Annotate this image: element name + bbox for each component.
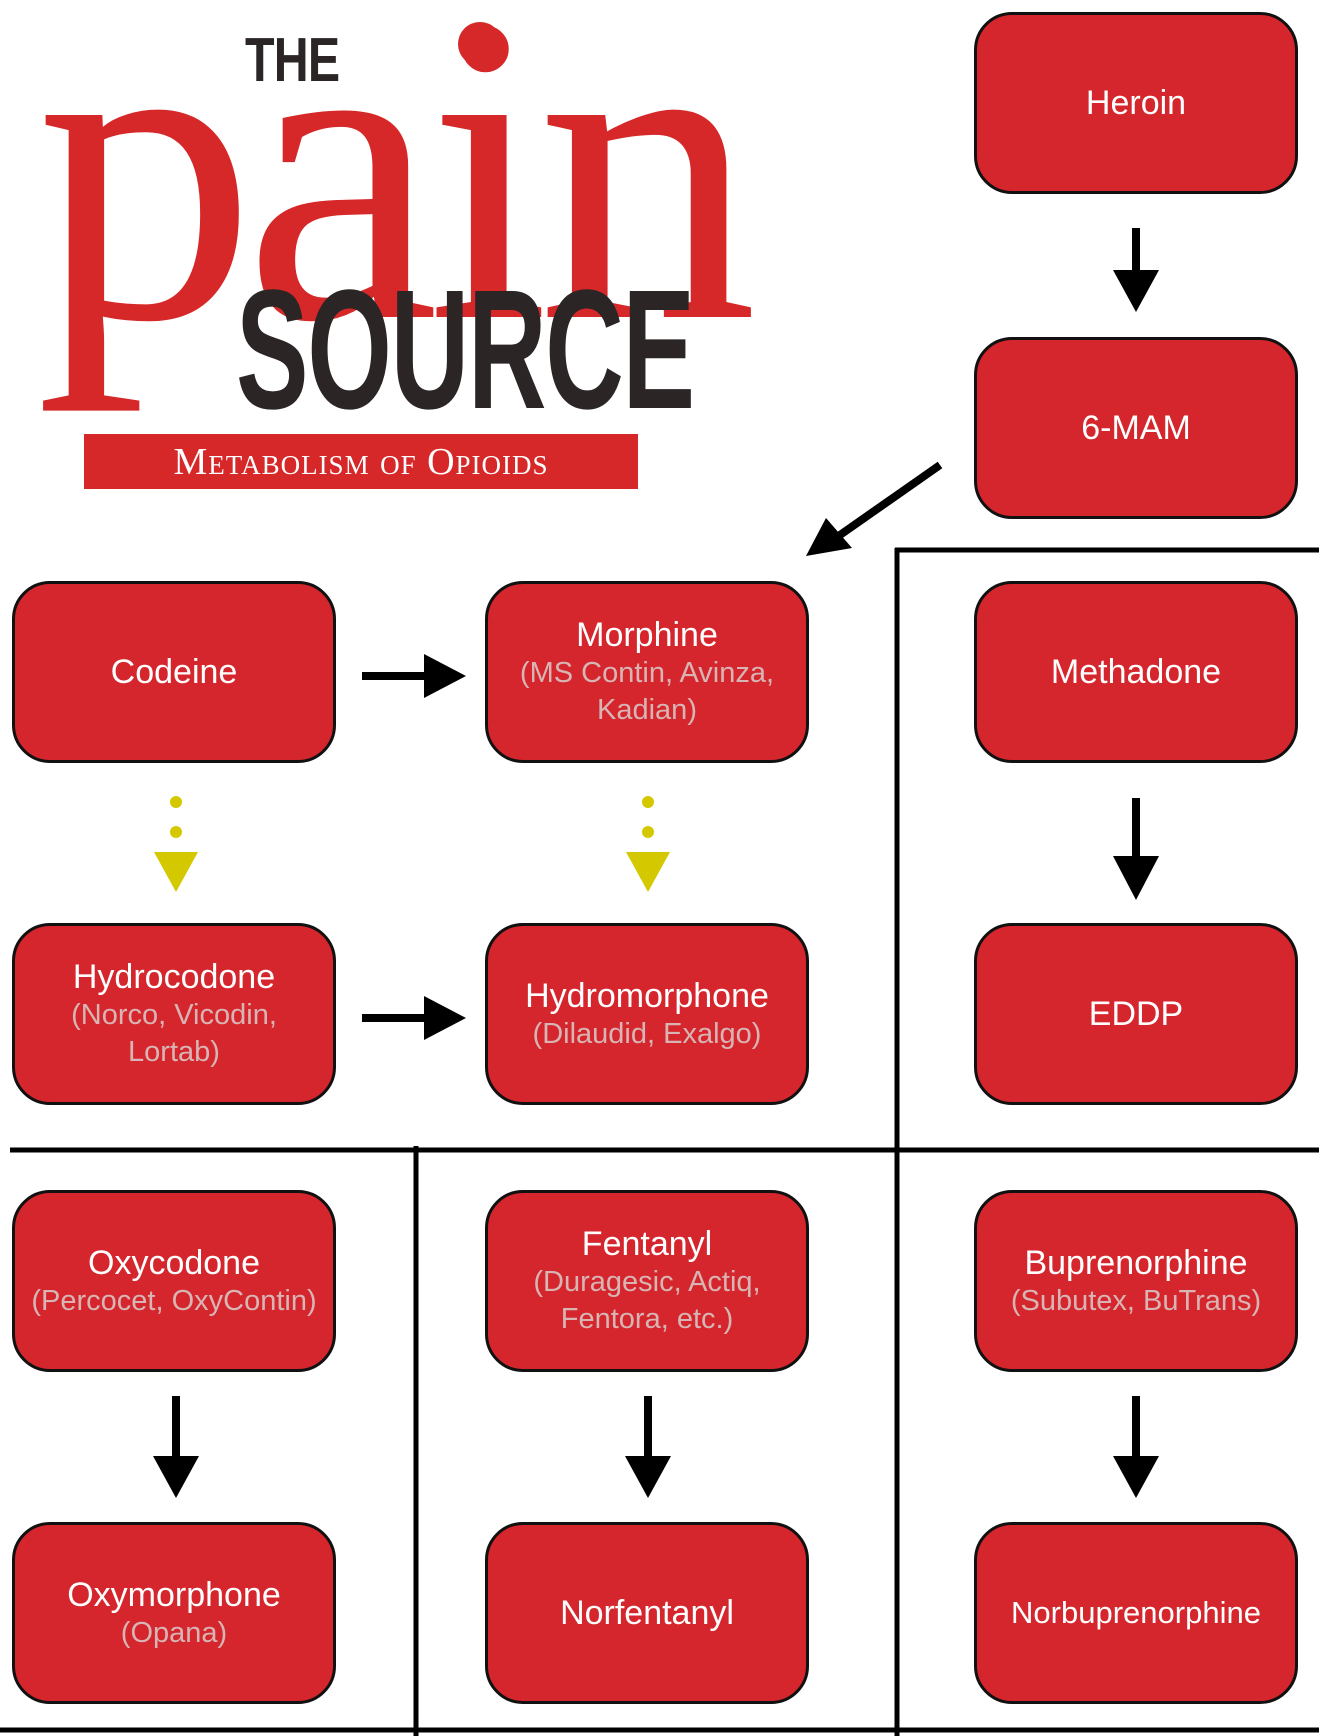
arrow-fentanyl-to-norfentanyl — [625, 1396, 671, 1498]
node-name: Fentanyl — [581, 1225, 713, 1263]
node-hydromorphone: Hydromorphone (Dilaudid, Exalgo) — [485, 923, 809, 1105]
node-name: Buprenorphine — [1024, 1243, 1248, 1282]
node-buprenorphine: Buprenorphine (Subutex, BuTrans) — [974, 1190, 1298, 1372]
arrow-6mam-to-morphine — [806, 461, 943, 556]
node-name: Norbuprenorphine — [1011, 1595, 1261, 1630]
node-oxymorphone: Oxymorphone (Opana) — [12, 1522, 336, 1704]
arrow-oxycodone-to-oxymorphone — [153, 1396, 199, 1498]
arrow-buprenorphine-to-norbuprenorphine — [1113, 1396, 1159, 1498]
logo-the-word: THE — [245, 26, 340, 95]
node-name: Methadone — [1050, 653, 1222, 691]
node-oxycodone: Oxycodone (Percocet, OxyContin) — [12, 1190, 336, 1372]
logo-pain-word: pain — [36, 0, 758, 413]
node-name: Oxycodone — [88, 1243, 260, 1282]
node-morphine: Morphine (MS Contin, Avinza, Kadian) — [485, 581, 809, 763]
node-name: Codeine — [110, 653, 238, 691]
node-brand-names: (Subutex, BuTrans) — [1010, 1284, 1262, 1317]
node-name: Morphine — [576, 616, 718, 654]
node-brand-names: (Opana) — [120, 1616, 228, 1649]
node-name: Norfentanyl — [560, 1594, 734, 1632]
arrow-codeine-to-morphine — [362, 654, 466, 698]
arrow-heroin-to-6mam — [1113, 228, 1159, 312]
arrow-methadone-to-eddp — [1113, 798, 1159, 900]
node-brand-names: (Duragesic, Actiq, Fentora, etc.) — [533, 1266, 761, 1335]
node-name: 6-MAM — [1081, 409, 1191, 447]
node-eddp: EDDP — [974, 923, 1298, 1105]
node-methadone: Methadone — [974, 581, 1298, 763]
node-norfentanyl: Norfentanyl — [485, 1522, 809, 1704]
logo: pain THE SOURCE Metabolism of Opioids — [36, 0, 758, 490]
node-heroin: Heroin — [974, 12, 1298, 194]
node-brand-names: (Percocet, OxyContin) — [31, 1284, 317, 1317]
node-brand-names: (Dilaudid, Exalgo) — [532, 1017, 762, 1050]
minor-arrow-codeine-to-hydrocodone — [154, 796, 198, 892]
node-fentanyl: Fentanyl (Duragesic, Actiq, Fentora, etc… — [485, 1190, 809, 1372]
node-name: Hydrocodone — [72, 958, 276, 996]
node-6mam: 6-MAM — [974, 337, 1298, 519]
node-codeine: Codeine — [12, 581, 336, 763]
node-brand-names: (Norco, Vicodin, Lortab) — [71, 999, 277, 1068]
node-brand-names: (MS Contin, Avinza, Kadian) — [519, 657, 775, 726]
node-name: Heroin — [1085, 84, 1187, 122]
node-norbuprenorphine: Norbuprenorphine — [974, 1522, 1298, 1704]
logo-i-dot — [458, 22, 502, 66]
node-name: Oxymorphone — [67, 1575, 281, 1614]
logo-source-word: SOURCE — [236, 255, 695, 445]
node-name: Hydromorphone — [525, 976, 769, 1015]
minor-arrow-morphine-to-hydromorphone — [626, 796, 670, 892]
logo-subtitle-banner: Metabolism of Opioids — [84, 434, 638, 489]
arrow-hydrocodone-to-hydromorphone — [362, 996, 466, 1040]
node-name: EDDP — [1088, 995, 1184, 1033]
node-hydrocodone: Hydrocodone (Norco, Vicodin, Lortab) — [12, 923, 336, 1105]
